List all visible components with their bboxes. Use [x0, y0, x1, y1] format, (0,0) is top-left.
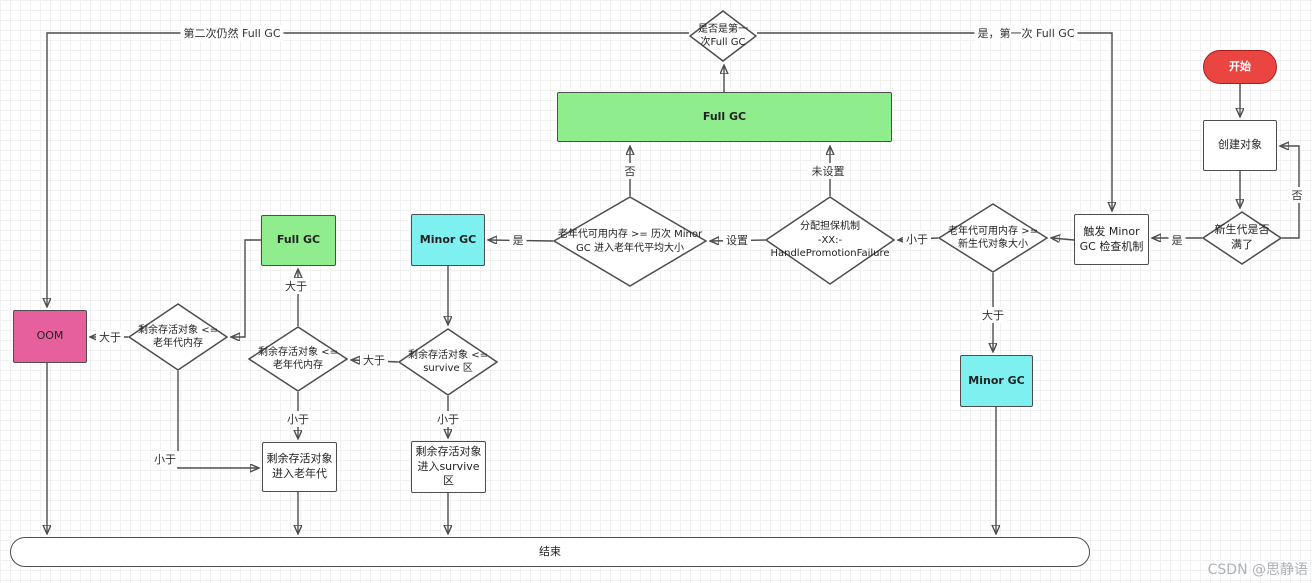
decision-old-mem-gte-avg: 老年代可用内存 >= 历次 Minor GC 进入老年代平均大小 — [553, 196, 707, 287]
edge-label-not-set: 未设置 — [808, 163, 848, 179]
node-minor-gc-left-label: Minor GC — [419, 232, 477, 246]
decision-young-gen-full: 新生代是否 满了 — [1202, 211, 1282, 265]
node-enter-old: 剩余存活对象 进入老年代 — [262, 442, 337, 492]
decision-remain-lte-old-a: 剩余存活对象 <= 老年代内存 — [128, 303, 228, 371]
edge-label-no-young-not-full: 否 — [1288, 187, 1306, 203]
node-full-gc-main: Full GC — [557, 92, 892, 142]
node-trigger-minor-gc-label: 触发 Minor GC 检查机制 — [1079, 224, 1144, 253]
node-start: 开始 — [1203, 50, 1277, 84]
decision-is-first-full-gc-label: 是否是第一 次Full GC — [698, 23, 748, 49]
decision-old-mem-gte-avg-label: 老年代可用内存 >= 历次 Minor GC 进入老年代平均大小 — [557, 229, 703, 254]
edge-label-gt-to-full-gc-left: 大于 — [282, 278, 310, 294]
edge-label-lt-to-enter-old: 小于 — [284, 411, 312, 427]
edge-label-gt-survive-to-old: 大于 — [360, 352, 388, 368]
decision-promotion-guarantee-label: 分配担保机制 -XX:- HandlePromotionFailure — [770, 221, 890, 260]
decision-remain-lte-survive-label: 剩余存活对象 <= survive 区 — [408, 349, 488, 375]
edge-label-second-full-gc: 第二次仍然 Full GC — [180, 25, 284, 41]
decision-is-first-full-gc: 是否是第一 次Full GC — [689, 10, 757, 62]
edge-label-lt-to-enter-survive: 小于 — [434, 411, 462, 427]
node-full-gc-left: Full GC — [261, 215, 336, 266]
node-minor-gc-left: Minor GC — [411, 214, 485, 266]
node-full-gc-left-label: Full GC — [276, 233, 321, 247]
node-oom-label: OOM — [36, 329, 64, 343]
diamond-shape — [248, 326, 348, 392]
node-start-label: 开始 — [1229, 59, 1251, 73]
edge-label-yes-to-minor-gc: 是 — [509, 232, 527, 248]
decision-remain-lte-survive: 剩余存活对象 <= survive 区 — [398, 328, 498, 396]
diamond-shape — [938, 203, 1048, 273]
edge-olda-enterold — [177, 371, 258, 468]
node-create-object-label: 创建对象 — [1218, 138, 1262, 152]
diamond-shape — [689, 10, 757, 62]
decision-old-mem-gte-young-label: 老年代可用内存 >= 新生代对象大小 — [948, 225, 1038, 251]
edge-label-yes-first-full-gc: 是，第一次 Full GC — [974, 25, 1078, 41]
watermark: CSDN @思静语 — [1207, 562, 1308, 578]
edge-firstfullgc-oom — [47, 32, 689, 306]
node-end: 结束 — [10, 537, 1090, 567]
edge-firstfullgc-trigger — [757, 32, 1112, 210]
node-create-object: 创建对象 — [1203, 120, 1277, 171]
node-enter-old-label: 剩余存活对象 进入老年代 — [266, 452, 333, 480]
decision-remain-lte-old-a-label: 剩余存活对象 <= 老年代内存 — [138, 324, 218, 350]
decision-young-gen-full-label: 新生代是否 满了 — [1214, 223, 1270, 251]
decision-old-mem-gte-young: 老年代可用内存 >= 新生代对象大小 — [938, 203, 1048, 273]
decision-promotion-guarantee: 分配担保机制 -XX:- HandlePromotionFailure — [765, 196, 895, 285]
edge-label-lt-to-enter-old-left: 小于 — [151, 451, 179, 467]
edge-label-gt-to-oom: 大于 — [96, 329, 124, 345]
diamond-shape — [128, 303, 228, 371]
node-minor-gc-right: Minor GC — [960, 355, 1033, 407]
edge-label-lt-to-guarantee: 小于 — [903, 231, 931, 247]
edge-label-no-to-full-gc: 否 — [621, 163, 639, 179]
node-oom: OOM — [13, 310, 87, 363]
node-minor-gc-right-label: Minor GC — [968, 373, 1025, 387]
diamond-shape — [1202, 211, 1282, 265]
edge-label-gt-to-minor-right: 大于 — [979, 307, 1007, 323]
node-end-label: 结束 — [539, 544, 561, 558]
edge-label-set: 设置 — [723, 232, 751, 248]
node-enter-survive: 剩余存活对象 进入survive 区 — [411, 441, 486, 493]
edge-label-yes-to-trigger: 是 — [1168, 232, 1186, 248]
node-full-gc-main-label: Full GC — [702, 109, 747, 123]
node-trigger-minor-gc: 触发 Minor GC 检查机制 — [1074, 214, 1149, 265]
decision-remain-lte-old-b-label: 剩余存活对象 <= 老年代内存 — [258, 346, 338, 372]
diamond-shape — [765, 196, 895, 285]
node-enter-survive-label: 剩余存活对象 进入survive 区 — [415, 444, 482, 488]
diamond-shape — [398, 328, 498, 396]
edge-fullgcleft-olda — [232, 239, 261, 337]
edge-trigger-oldgteyoung — [1052, 238, 1075, 240]
decision-remain-lte-old-b: 剩余存活对象 <= 老年代内存 — [248, 326, 348, 392]
diamond-shape — [553, 196, 707, 287]
